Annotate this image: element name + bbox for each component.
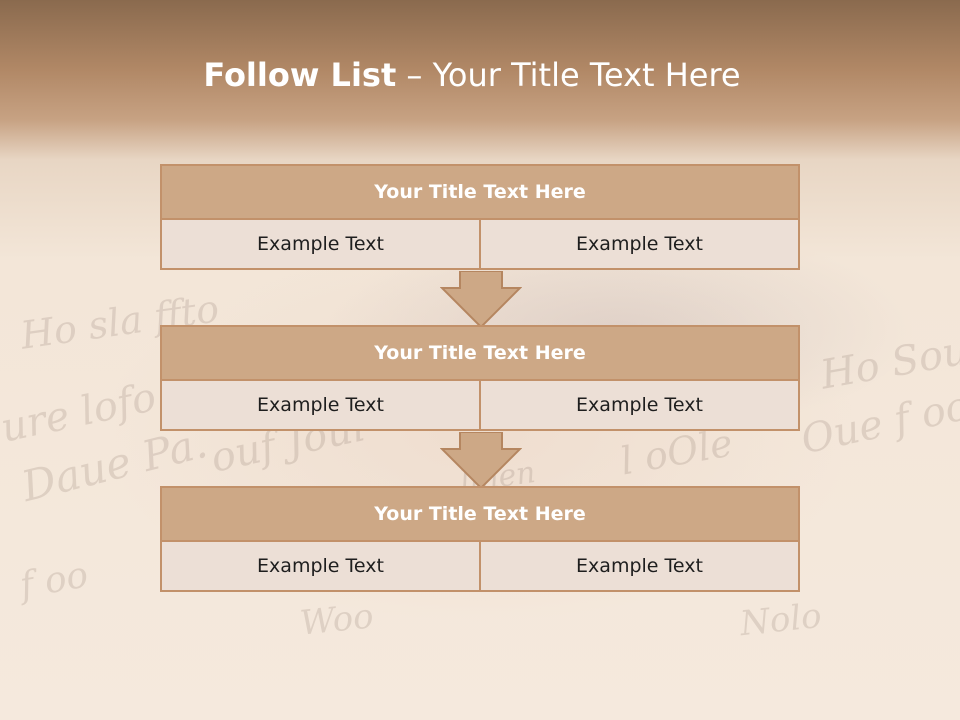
step-cell-left: Example Text <box>257 233 384 255</box>
step-cell-left: Example Text <box>257 555 384 577</box>
down-arrow-icon <box>440 271 522 329</box>
step-cell-right: Example Text <box>479 542 798 590</box>
slide-title-bold: Follow List <box>203 56 397 94</box>
step-row: Example Text Example Text <box>160 542 800 592</box>
down-arrow-icon <box>440 432 522 490</box>
step-cell-right: Example Text <box>479 220 798 268</box>
slide-title-rest: – Your Title Text Here <box>396 56 741 94</box>
step-block-1: Your Title Text Here Example Text Exampl… <box>160 164 800 270</box>
step-cell-right: Example Text <box>479 381 798 429</box>
step-block-2: Your Title Text Here Example Text Exampl… <box>160 325 800 431</box>
slide-title: Follow List – Your Title Text Here <box>0 52 944 98</box>
step-title: Your Title Text Here <box>160 325 800 381</box>
step-cell-left: Example Text <box>257 394 384 416</box>
step-title: Your Title Text Here <box>160 486 800 542</box>
step-block-3: Your Title Text Here Example Text Exampl… <box>160 486 800 592</box>
step-row: Example Text Example Text <box>160 220 800 270</box>
step-row: Example Text Example Text <box>160 381 800 431</box>
step-title: Your Title Text Here <box>160 164 800 220</box>
